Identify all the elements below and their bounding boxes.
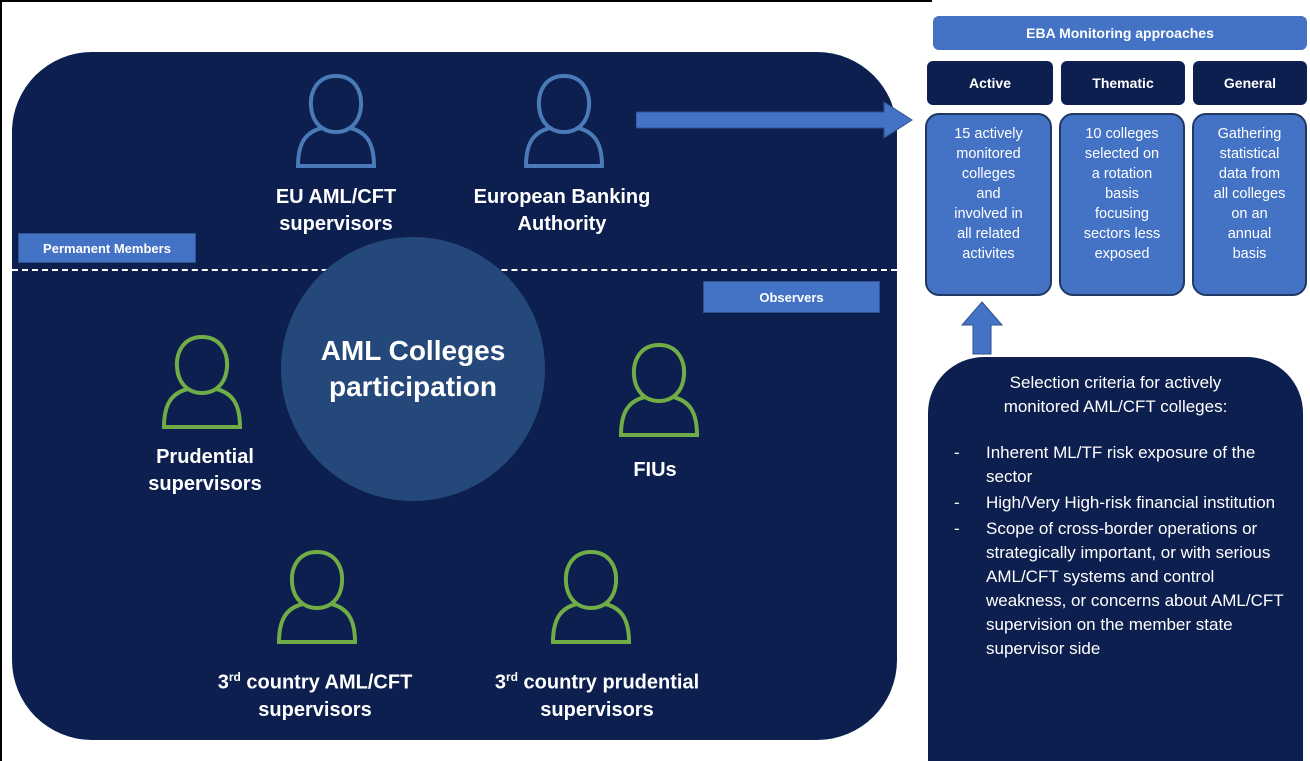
frame-line-left — [0, 0, 2, 761]
third-country-aml-prefix: 3 — [217, 671, 229, 694]
approach-header-active: Active — [927, 61, 1053, 105]
third-country-aml-line2: supervisors — [258, 698, 372, 721]
third-country-aml-sup: rd — [228, 670, 241, 684]
approach-header-thematic: Thematic — [1061, 61, 1185, 105]
arrow-up-icon — [960, 301, 1004, 355]
approach-card-active: 15 actively monitored colleges and invol… — [925, 113, 1052, 296]
center-label: AML Colleges participation — [320, 335, 506, 402]
person-icon — [546, 546, 636, 646]
person-icon — [519, 70, 609, 170]
third-country-prudential-sup: rd — [506, 670, 518, 684]
prudential-supervisors-label: Prudential supervisors — [148, 446, 262, 495]
third-country-prudential-rest: country prudential — [518, 671, 700, 694]
eu-supervisors-label: EU AML/CFT supervisors — [275, 186, 397, 235]
criteria-title: Selection criteria for actively monitore… — [1003, 373, 1228, 416]
selection-criteria-panel: Selection criteria for actively monitore… — [928, 357, 1303, 761]
approach-header-general: General — [1193, 61, 1307, 105]
monitoring-header: EBA Monitoring approaches — [933, 16, 1307, 50]
criteria-item: Scope of cross-border operations or stra… — [946, 517, 1285, 661]
approach-card-thematic: 10 colleges selected on a rotation basis… — [1059, 113, 1185, 296]
frame-line-top — [0, 0, 932, 2]
criteria-item: High/Very High-risk financial institutio… — [946, 491, 1285, 515]
center-circle: AML Colleges participation — [281, 237, 545, 501]
third-country-aml-rest: country AML/CFT — [240, 671, 413, 694]
permanent-members-tag: Permanent Members — [18, 233, 196, 263]
person-icon — [272, 546, 362, 646]
third-country-prudential-prefix: 3 — [494, 671, 506, 694]
person-icon — [291, 70, 381, 170]
fius-label: FIUs — [633, 459, 677, 481]
criteria-item: Inherent ML/TF risk exposure of the sect… — [946, 441, 1285, 489]
person-icon — [157, 331, 247, 431]
third-country-prudential-line2: supervisors — [540, 698, 654, 721]
person-icon — [614, 339, 704, 439]
approach-card-general: Gathering statistical data from all coll… — [1192, 113, 1307, 296]
observers-tag: Observers — [703, 281, 880, 313]
eba-label: European Banking Authority — [473, 186, 651, 235]
third-country-prudential-label: 3rd country prudential supervisors — [462, 664, 732, 724]
criteria-list: Inherent ML/TF risk exposure of the sect… — [946, 441, 1285, 661]
arrow-right-icon — [636, 101, 913, 139]
third-country-aml-label: 3rd country AML/CFT supervisors — [185, 664, 445, 724]
